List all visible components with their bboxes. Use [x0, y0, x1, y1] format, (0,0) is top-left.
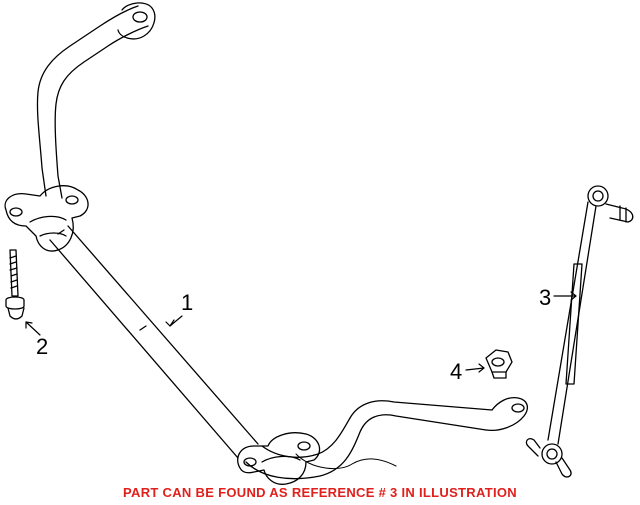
leader-line-1	[169, 315, 183, 327]
leader-lines	[25, 291, 577, 373]
upper-bushing-bracket	[4, 185, 89, 252]
callout-4: 4	[450, 359, 463, 384]
stabilizer-bar	[36, 2, 529, 480]
callout-3: 3	[539, 285, 552, 310]
nut	[485, 349, 513, 379]
callout-2: 2	[36, 334, 49, 359]
arrowhead-1	[165, 319, 175, 327]
arrowhead-4	[478, 363, 485, 373]
arrowhead-3	[570, 291, 577, 301]
callout-1: 1	[181, 290, 194, 315]
leader-line-4	[465, 367, 485, 371]
leader-line-2	[25, 321, 41, 336]
lower-bushing-bracket	[237, 432, 321, 485]
bolt	[5, 249, 25, 320]
arrowhead-2	[25, 321, 33, 329]
part-reference-notice: PART CAN BE FOUND AS REFERENCE # 3 IN IL…	[123, 485, 517, 500]
stabilizer-link	[525, 185, 634, 478]
